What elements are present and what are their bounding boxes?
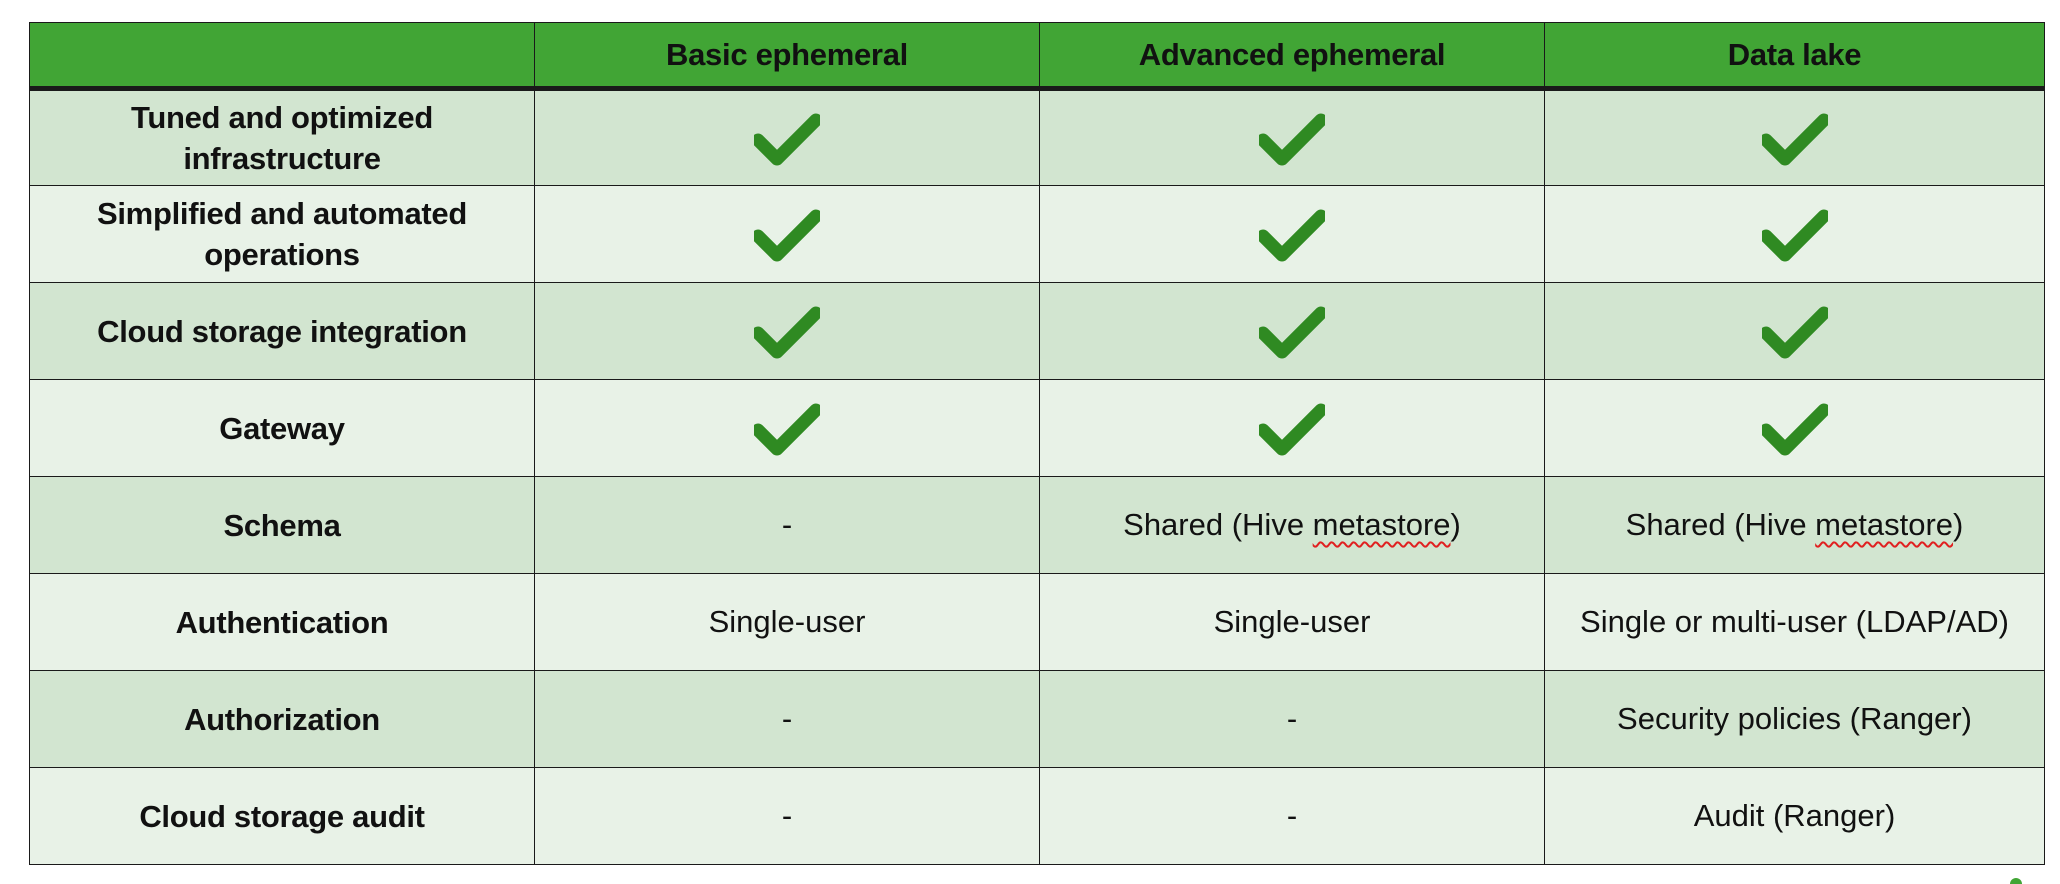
feature-label: Gateway — [219, 410, 345, 446]
checkmark-icon — [1761, 400, 1828, 456]
feature-label: Schema — [223, 507, 341, 543]
cell-text: Shared (Hive — [1123, 507, 1313, 542]
cell-text: ) — [1953, 507, 1964, 542]
checkmark-icon — [1259, 400, 1325, 456]
cell-text: ) — [1450, 507, 1461, 542]
value-cell-basic-ephemeral — [534, 379, 1040, 477]
feature-label: operations — [204, 237, 360, 272]
value-cell-basic-ephemeral: Single-user — [534, 573, 1040, 671]
value-cell-data-lake: Security policies (Ranger) — [1544, 670, 2045, 768]
checkmark-icon — [1761, 206, 1828, 262]
header-data-lake: Data lake — [1544, 22, 2045, 91]
table-row: Gateway — [29, 379, 2045, 477]
header-corner-cell — [29, 22, 535, 91]
table-row: Authorization - - Security policies (Ranger… — [29, 670, 2045, 768]
cell-text: Single-user — [1213, 604, 1371, 639]
feature-label: Authorization — [184, 701, 380, 737]
value-cell-advanced-ephemeral — [1039, 379, 1545, 477]
value-cell-basic-ephemeral: - — [534, 767, 1040, 865]
checkmark-icon — [754, 303, 820, 359]
spellcheck-underlined-word: metastore — [1815, 507, 1954, 542]
value-cell-advanced-ephemeral: - — [1039, 670, 1545, 768]
table-row: Simplified and automated operations — [29, 185, 2045, 283]
checkmark-icon — [1259, 303, 1325, 359]
cell-text: Security policies (Ranger) — [1617, 701, 1972, 736]
header-advanced-ephemeral: Advanced ephemeral — [1039, 22, 1545, 91]
feature-cell: Cloud storage audit — [29, 767, 535, 865]
feature-cell: Authorization — [29, 670, 535, 768]
table-row: Cloud storage audit - - Audit (Ranger) — [29, 767, 2045, 865]
cell-text: Shared (Hive — [1625, 507, 1816, 542]
checkmark-icon — [754, 206, 820, 262]
value-cell-advanced-ephemeral: Single-user — [1039, 573, 1545, 671]
header-basic-ephemeral: Basic ephemeral — [534, 22, 1040, 91]
checkmark-icon — [1761, 110, 1828, 166]
value-cell-data-lake — [1544, 282, 2045, 380]
value-cell-basic-ephemeral — [534, 88, 1040, 186]
value-cell-advanced-ephemeral — [1039, 282, 1545, 380]
cell-text: - — [1286, 798, 1298, 833]
table-row: Tuned and optimized infrastructure — [29, 88, 2045, 186]
header-row: Basic ephemeral Advanced ephemeral Data … — [29, 22, 2045, 91]
feature-label: Simplified and automated — [96, 196, 467, 231]
value-cell-data-lake: Single or multi-user (LDAP/AD) — [1544, 573, 2045, 671]
checkmark-icon — [1761, 303, 1828, 359]
table-row: Authentication Single-user Single-user Sing… — [29, 573, 2045, 671]
feature-cell: Authentication — [29, 573, 535, 671]
table-header: Basic ephemeral Advanced ephemeral Data … — [29, 22, 2045, 91]
value-cell-advanced-ephemeral — [1039, 88, 1545, 186]
cell-text: Audit (Ranger) — [1693, 798, 1896, 833]
value-cell-data-lake: Shared (Hive metastore) — [1544, 476, 2045, 574]
cell-text: - — [781, 701, 793, 736]
checkmark-icon — [1259, 110, 1325, 166]
value-cell-basic-ephemeral — [534, 185, 1040, 283]
corner-accent-mark — [2010, 878, 2022, 884]
value-cell-advanced-ephemeral: Shared (Hive metastore) — [1039, 476, 1545, 574]
checkmark-icon — [754, 400, 820, 456]
cell-text: - — [781, 798, 793, 833]
checkmark-icon — [1259, 206, 1325, 262]
feature-cell: Tuned and optimized infrastructure — [29, 88, 535, 186]
comparison-table: Basic ephemeral Advanced ephemeral Data … — [29, 22, 2045, 865]
feature-label: infrastructure — [183, 141, 381, 176]
checkmark-icon — [754, 110, 820, 166]
cell-text: Single or multi-user (LDAP/AD) — [1580, 604, 2009, 639]
feature-cell: Cloud storage integration — [29, 282, 535, 380]
cell-text: - — [1286, 701, 1298, 736]
spellcheck-underlined-word: metastore — [1312, 507, 1451, 542]
value-cell-data-lake — [1544, 88, 2045, 186]
value-cell-basic-ephemeral: - — [534, 476, 1040, 574]
value-cell-basic-ephemeral — [534, 282, 1040, 380]
feature-cell: Schema — [29, 476, 535, 574]
value-cell-advanced-ephemeral — [1039, 185, 1545, 283]
feature-cell: Gateway — [29, 379, 535, 477]
cell-text: - — [781, 507, 793, 542]
value-cell-data-lake — [1544, 185, 2045, 283]
value-cell-data-lake — [1544, 379, 2045, 477]
cell-text: Single-user — [708, 604, 866, 639]
feature-cell: Simplified and automated operations — [29, 185, 535, 283]
value-cell-advanced-ephemeral: - — [1039, 767, 1545, 865]
value-cell-data-lake: Audit (Ranger) — [1544, 767, 2045, 865]
feature-label: Cloud storage integration — [97, 313, 467, 349]
table-row: Cloud storage integration — [29, 282, 2045, 380]
value-cell-basic-ephemeral: - — [534, 670, 1040, 768]
feature-label: Authentication — [175, 604, 389, 640]
feature-label: Tuned and optimized — [131, 100, 433, 135]
table-row: Schema-Shared (Hive metastore)Shared (Hi… — [29, 476, 2045, 574]
feature-label: Cloud storage audit — [139, 798, 425, 834]
